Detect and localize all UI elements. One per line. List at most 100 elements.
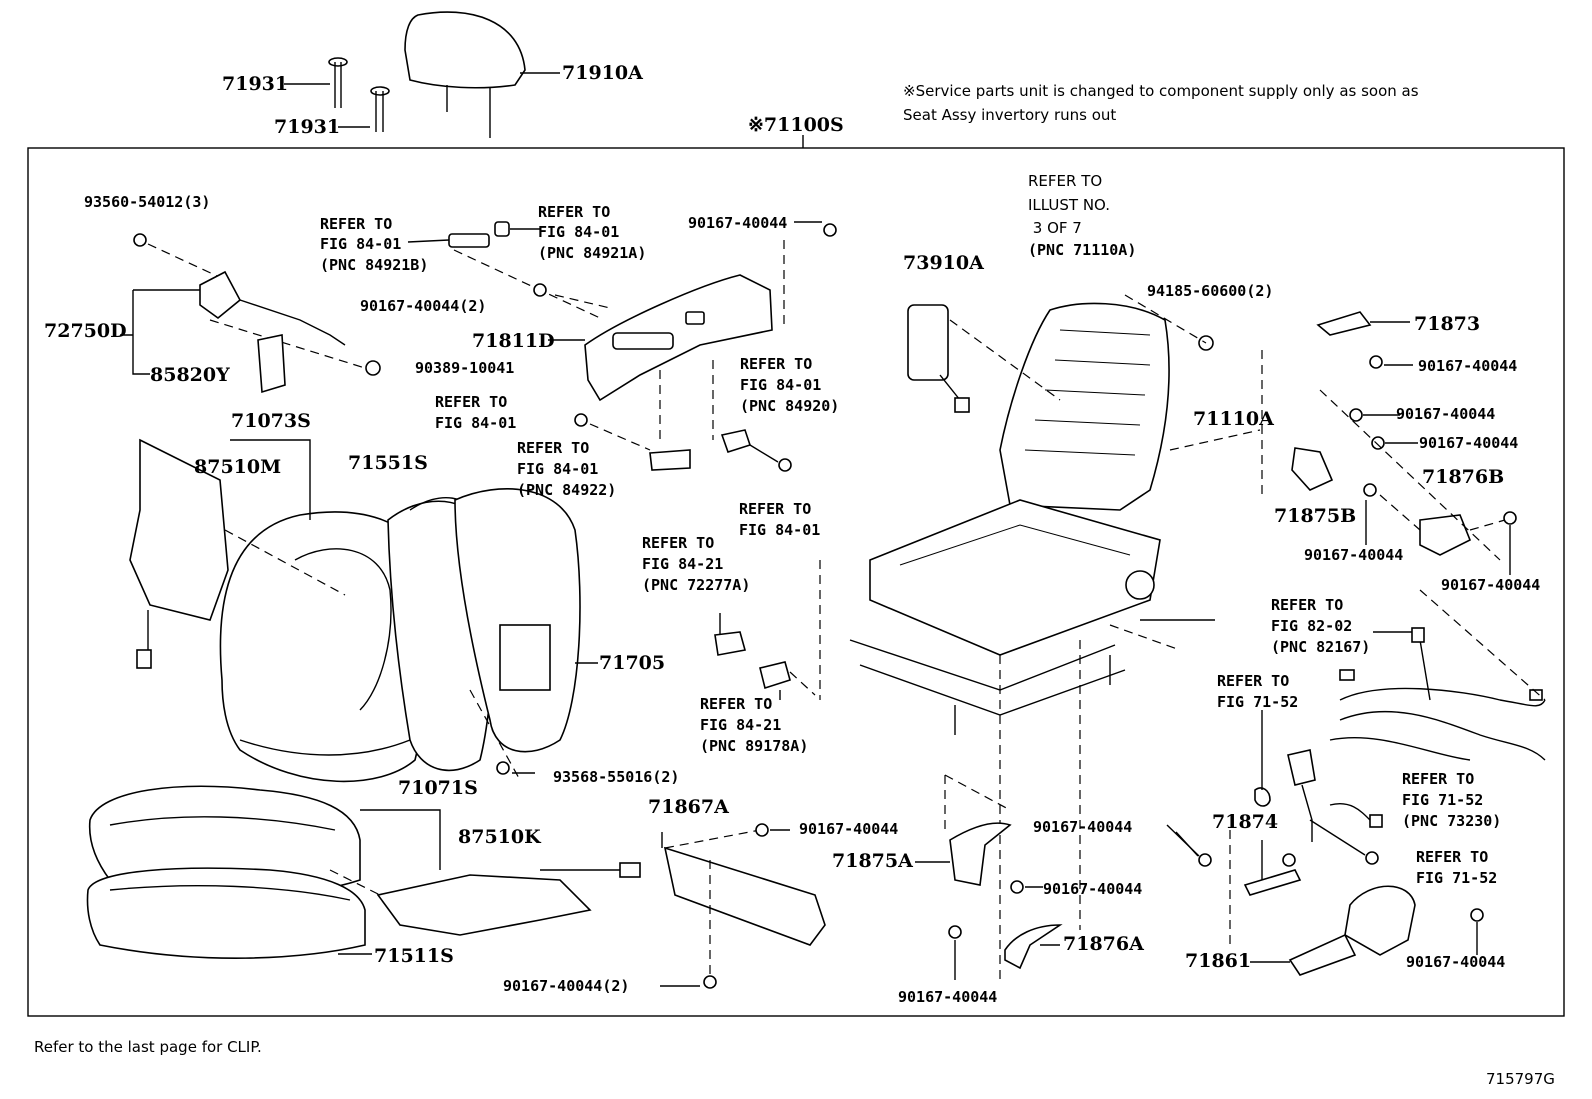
- ref-line: REFER TO: [700, 695, 773, 713]
- ref-line: (PNC 84922): [517, 481, 617, 499]
- part-label-71873[interactable]: 71873: [1414, 313, 1481, 335]
- front-reference-line: REFER TO: [1028, 172, 1103, 190]
- front-reference-line: ILLUST NO.: [1028, 196, 1111, 214]
- part-label-85820Y[interactable]: 85820Y: [150, 364, 230, 386]
- front-reference-line: 3 OF 7: [1028, 219, 1082, 237]
- ref-line: REFER TO: [1217, 672, 1290, 690]
- ref-line: REFER TO: [517, 439, 590, 457]
- recliner-cable-drawing: [120, 233, 381, 394]
- ref-line: (PNC 72277A): [642, 576, 751, 594]
- lumbar-parts-drawing: [714, 613, 816, 700]
- ref-line: (PNC 84921A): [538, 244, 647, 262]
- notice-line-2: Seat Assy invertory runs out: [903, 106, 1117, 124]
- ref-line: FIG 84-01: [517, 460, 599, 478]
- leader-lines: [1109, 619, 1215, 857]
- assembly-frame: [27, 147, 1565, 1017]
- part-label-71811D[interactable]: 71811D: [472, 330, 555, 352]
- fastener-label[interactable]: 90167-40044: [799, 820, 899, 838]
- ref-line: FIG 82-02: [1271, 617, 1353, 635]
- fastener-label[interactable]: 94185-60600(2): [1147, 282, 1274, 300]
- ref-line: FIG 84-01: [538, 223, 620, 241]
- ref-line: REFER TO: [538, 203, 611, 221]
- ref-line: REFER TO: [739, 500, 812, 518]
- fastener-label[interactable]: 90167-40044: [1419, 434, 1519, 452]
- part-label-71073S[interactable]: 71073S: [231, 410, 311, 432]
- fastener-label[interactable]: 90167-40044: [1396, 405, 1496, 423]
- part-label-71861[interactable]: 71861: [1185, 950, 1252, 972]
- ref-line: FIG 84-21: [642, 555, 724, 573]
- seat-belt-buckle-drawing: [1175, 710, 1383, 950]
- part-label-71876B[interactable]: 71876B: [1422, 466, 1505, 488]
- fastener-label[interactable]: 90167-40044: [1441, 576, 1541, 594]
- ref-line: FIG 71-52: [1402, 791, 1484, 809]
- part-label-71071S[interactable]: 71071S: [398, 777, 478, 799]
- fastener-label[interactable]: 90167-40044: [898, 988, 998, 1006]
- ref-line: (PNC 73230): [1402, 812, 1502, 830]
- seat-cushion-pad-drawing: [86, 867, 372, 959]
- part-label-71875A[interactable]: 71875A: [832, 850, 913, 872]
- ref-line: (PNC 82167): [1271, 638, 1371, 656]
- part-label-71705[interactable]: 71705: [599, 652, 666, 674]
- fastener-label[interactable]: 93560-54012(3): [84, 193, 211, 211]
- front-cover-drawing: [660, 823, 826, 989]
- belt-anchor-cover-drawing: [1250, 885, 1484, 976]
- footer-note: Refer to the last page for CLIP.: [34, 1038, 262, 1056]
- part-label-71551S[interactable]: 71551S: [348, 452, 428, 474]
- ref-line: REFER TO: [740, 355, 813, 373]
- part-label-71511S[interactable]: 71511S: [374, 945, 454, 967]
- ref-line: FIG 84-01: [739, 521, 821, 539]
- fastener-label[interactable]: 93568-55016(2): [553, 768, 680, 786]
- part-label-71910A[interactable]: 71910A: [562, 62, 643, 84]
- part-label-73910A[interactable]: 73910A: [903, 252, 984, 274]
- side-airbag-drawing: [907, 304, 1061, 413]
- part-label-71110A[interactable]: 71110A: [1193, 408, 1274, 430]
- part-label-71875B[interactable]: 71875B: [1274, 505, 1357, 527]
- ref-line: (PNC 89178A): [700, 737, 809, 755]
- headrest-guide-drawing: [284, 57, 390, 132]
- ref-line: REFER TO: [642, 534, 715, 552]
- ref-line: FIG 71-52: [1416, 869, 1498, 887]
- fastener-label[interactable]: 90167-40044: [1043, 880, 1143, 898]
- ref-line: FIG 84-21: [700, 716, 782, 734]
- ref-line: FIG 71-52: [1217, 693, 1299, 711]
- ref-line: REFER TO: [1271, 596, 1344, 614]
- part-label-71931[interactable]: 71931: [222, 73, 289, 95]
- lower-brackets-drawing: [915, 774, 1063, 980]
- ref-line: (PNC 84920): [740, 397, 840, 415]
- seat-cushion-heater-drawing: [329, 862, 641, 936]
- part-label-72750D[interactable]: 72750D: [44, 320, 127, 342]
- part-label-87510M[interactable]: 87510M: [194, 456, 282, 478]
- seat-frame-drawing: [819, 302, 1170, 980]
- ref-line: FIG 84-01: [740, 376, 822, 394]
- fastener-label[interactable]: 90167-40044: [688, 214, 788, 232]
- ref-line: REFER TO: [320, 215, 393, 233]
- fastener-label[interactable]: 90167-40044(2): [360, 297, 487, 315]
- fastener-label[interactable]: 90167-40044: [1406, 953, 1506, 971]
- fastener-label[interactable]: 90167-40044: [1304, 546, 1404, 564]
- wire-harness-drawing: [1329, 589, 1546, 761]
- ref-line: FIG 84-01: [320, 235, 402, 253]
- notice-line-1: ※Service parts unit is changed to compon…: [903, 82, 1419, 100]
- ref-line: REFER TO: [435, 393, 508, 411]
- seat-back-heater-drawing: [129, 438, 346, 669]
- part-label-87510K[interactable]: 87510K: [458, 826, 541, 848]
- right-brackets-drawing: [1124, 294, 1517, 575]
- ref-line: FIG 84-01: [435, 414, 517, 432]
- part-label-71931[interactable]: 71931: [274, 116, 341, 138]
- part-label-71876A[interactable]: 71876A: [1063, 933, 1144, 955]
- ref-line: REFER TO: [1416, 848, 1489, 866]
- fastener-label[interactable]: 90389-10041: [415, 359, 515, 377]
- fastener-label[interactable]: 90167-40044: [1418, 357, 1518, 375]
- seat-back-board-drawing: [454, 488, 598, 753]
- front-reference-line: (PNC 71110A): [1028, 241, 1137, 259]
- ref-line: REFER TO: [1402, 770, 1475, 788]
- fastener-label[interactable]: 90167-40044: [1033, 818, 1133, 836]
- assembly-label: ※71100S: [748, 114, 844, 136]
- part-label-71867A[interactable]: 71867A: [648, 796, 729, 818]
- figure-id: 715797G: [1486, 1070, 1555, 1088]
- side-shield-drawing: [407, 221, 837, 472]
- headrest-drawing: [404, 11, 560, 138]
- part-label-71874[interactable]: 71874: [1212, 811, 1279, 833]
- fastener-label[interactable]: 90167-40044(2): [503, 977, 630, 995]
